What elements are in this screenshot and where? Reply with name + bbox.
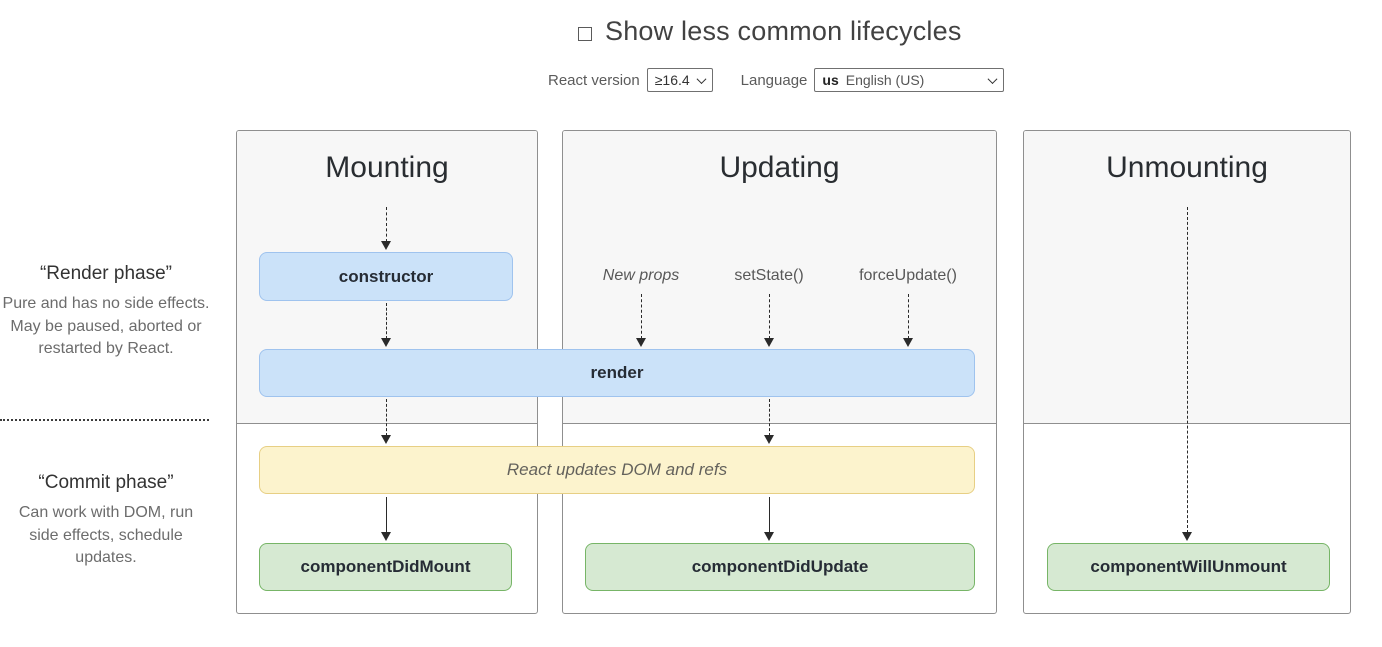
trigger-new-props: New props [602, 267, 680, 284]
mounting-title: Mounting [325, 151, 449, 184]
componentwillunmount-box[interactable]: componentWillUnmount [1047, 543, 1330, 591]
language-label: Language [740, 71, 808, 89]
constructor-box[interactable]: constructor [259, 252, 513, 301]
componentdidupdate-box[interactable]: componentDidUpdate [585, 543, 975, 591]
render-phase-title: “Render phase” [39, 263, 173, 284]
phase-divider-dotted-line [0, 419, 209, 421]
render-box[interactable]: render [259, 349, 975, 397]
trigger-setstate[interactable]: setState() [734, 267, 804, 284]
trigger-forceupdate[interactable]: forceUpdate() [859, 267, 957, 284]
checkbox-icon[interactable] [578, 26, 592, 41]
render-phase-description: Pure and has no side effects. May be pau… [2, 295, 210, 358]
us-flag-icon: us [822, 72, 839, 88]
commit-phase-description: Can work with DOM, run side effects, sch… [18, 504, 194, 567]
toggle-label: Show less common lifecycles [605, 16, 962, 46]
chevron-down-icon [696, 73, 707, 84]
updating-title: Updating [719, 151, 840, 184]
language-value: English (US) [845, 72, 925, 88]
react-version-select[interactable]: ≥16.4 [646, 68, 713, 92]
commit-phase-title: “Commit phase” [38, 472, 174, 493]
language-select[interactable]: us English (US) [814, 68, 1005, 92]
controls-bar: React version ≥16.4 Language us English … [548, 68, 1005, 92]
react-version-value: ≥16.4 [654, 72, 690, 88]
commit-phase-label: “Commit phase” Can work with DOM, run si… [2, 472, 210, 570]
show-less-common-toggle[interactable]: Show less common lifecycles [578, 16, 962, 47]
render-phase-label: “Render phase” Pure and has no side effe… [2, 263, 210, 361]
react-updates-dom-box: React updates DOM and refs [259, 446, 975, 494]
componentdidmount-box[interactable]: componentDidMount [259, 543, 512, 591]
chevron-down-icon [987, 73, 998, 84]
react-version-label: React version [548, 71, 640, 89]
unmounting-title: Unmounting [1106, 151, 1268, 184]
